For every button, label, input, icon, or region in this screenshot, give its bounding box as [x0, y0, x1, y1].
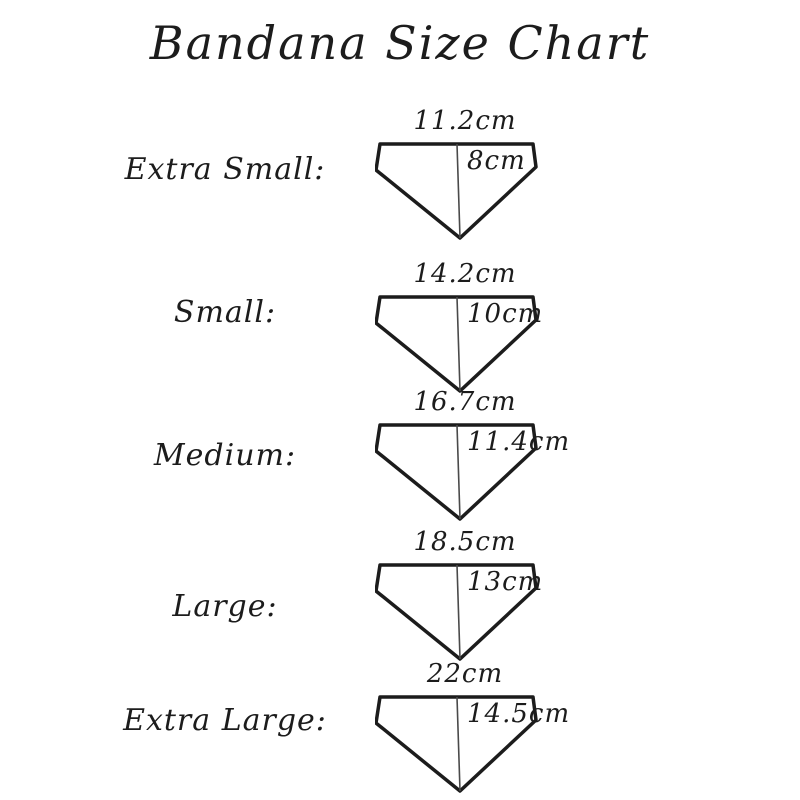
bandana-outline	[375, 142, 538, 240]
bandana-shape	[375, 563, 538, 661]
height-measurement: 13cm	[467, 567, 544, 597]
fold-height-line	[456, 424, 461, 520]
size-row-small: Small: 14.2cm 10cm	[0, 255, 800, 405]
size-label: Large:	[172, 589, 278, 624]
bandana-shape	[375, 142, 538, 240]
height-measurement: 8cm	[467, 146, 526, 176]
fold-height-line	[456, 143, 461, 239]
bandana-outline	[375, 423, 538, 521]
height-measurement: 11.4cm	[467, 427, 571, 457]
size-label: Medium:	[153, 438, 297, 473]
bandana-shape	[375, 295, 538, 393]
fold-height-line	[456, 696, 461, 792]
size-row-extra-large: Extra Large: 22cm 14.5cm	[0, 655, 800, 800]
size-label: Extra Large:	[123, 703, 327, 738]
width-measurement: 16.7cm	[413, 387, 517, 417]
height-measurement: 10cm	[467, 299, 544, 329]
size-label: Small:	[173, 295, 277, 330]
size-row-large: Large: 18.5cm 13cm	[0, 523, 800, 673]
width-measurement: 11.2cm	[413, 106, 517, 136]
page-title: Bandana Size Chart	[149, 16, 651, 70]
size-row-medium: Medium: 16.7cm 11.4cm	[0, 383, 800, 533]
size-row-extra-small: Extra Small: 11.2cm 8cm	[0, 102, 800, 252]
width-measurement: 14.2cm	[413, 259, 517, 289]
bandana-outline	[375, 695, 538, 793]
fold-height-line	[456, 564, 461, 660]
bandana-outline	[375, 563, 538, 661]
bandana-outline	[375, 295, 538, 393]
height-measurement: 14.5cm	[467, 699, 571, 729]
bandana-shape	[375, 695, 538, 793]
width-measurement: 22cm	[426, 659, 504, 689]
width-measurement: 18.5cm	[413, 527, 517, 557]
bandana-shape	[375, 423, 538, 521]
fold-height-line	[456, 296, 461, 392]
size-label: Extra Small:	[124, 152, 326, 187]
